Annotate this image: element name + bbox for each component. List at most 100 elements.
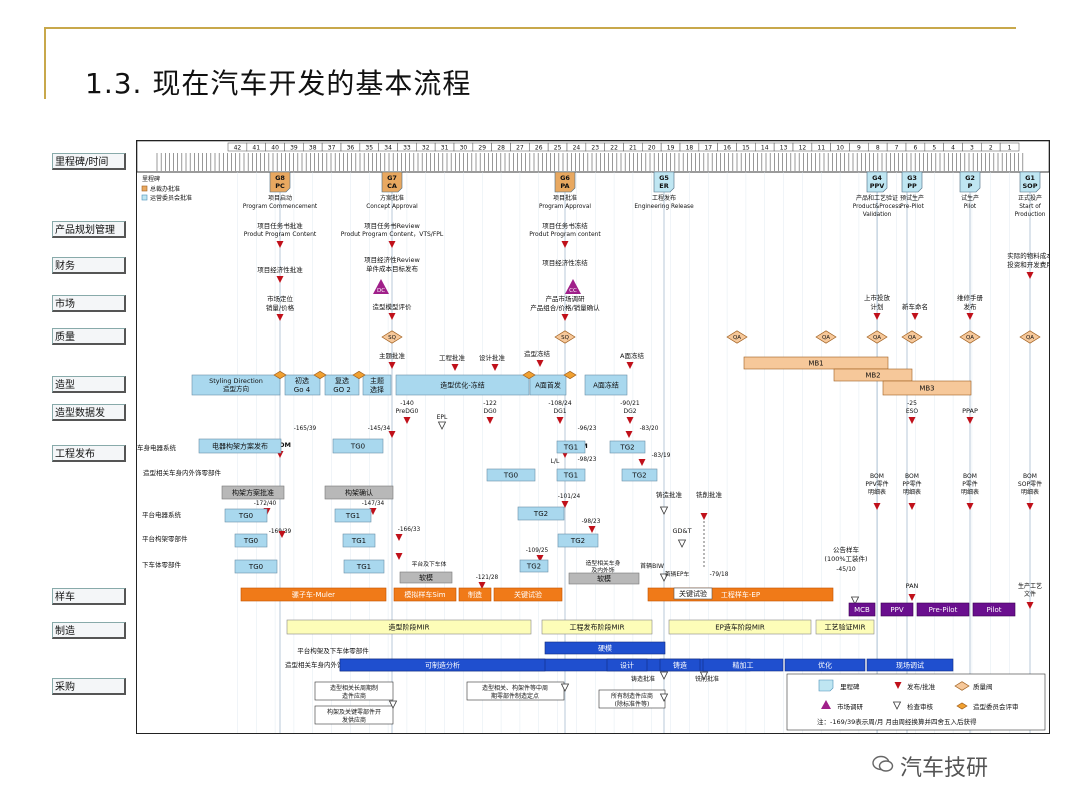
- casting-seg: [659, 658, 701, 672]
- sim-bar: [393, 587, 457, 602]
- sty-text: 复选: [335, 376, 349, 385]
- quality-gate-sq: [554, 330, 576, 344]
- pc-box-3: [466, 681, 565, 701]
- legend-milestone-title: 里程碑: [142, 175, 160, 183]
- pp-text: Produt Program Content: [244, 231, 317, 238]
- pp-marker: [276, 241, 284, 248]
- week-number: 17: [704, 145, 712, 152]
- eng-marker: [561, 501, 569, 508]
- pc-marker: [388, 700, 398, 709]
- quality-gate-qa-label: QA: [822, 335, 830, 341]
- dg-marker: [908, 417, 916, 424]
- week-number: 6: [914, 145, 918, 152]
- ppv-bar-label: PPV: [890, 606, 903, 614]
- gate-sub: P: [968, 182, 973, 190]
- tg0-bar-label: TG0: [243, 537, 258, 545]
- mk-marker: [561, 314, 569, 321]
- finish-seg: [702, 658, 784, 672]
- dc-label: DC: [377, 288, 385, 294]
- go4-bar: [284, 374, 321, 396]
- styling-review-diamond: [522, 370, 536, 380]
- mb2-bar-label: MB2: [865, 372, 880, 380]
- mir-ep-bar: [668, 619, 812, 635]
- pc-text: 发供应商: [342, 716, 366, 724]
- week-number: 7: [895, 145, 899, 152]
- pc-marker: [659, 671, 669, 680]
- tg1-bar: [342, 533, 376, 548]
- mb1-bar-label: MB1: [808, 360, 823, 368]
- week-number: 3: [970, 145, 974, 152]
- week-code: -165/39: [294, 426, 317, 432]
- cc-marker: [565, 279, 581, 294]
- eng-marker: [388, 431, 396, 438]
- st-marker: [491, 364, 499, 371]
- week-number: 34: [384, 145, 392, 152]
- gate-code: G1: [1025, 174, 1035, 182]
- styling-approval: A面冻结: [620, 351, 644, 360]
- electrical-arch-bar: [198, 438, 282, 454]
- tg1-bar: [334, 508, 372, 523]
- quality-gate-sq-label: SQ: [388, 335, 396, 341]
- quality-gate-qa-label: QA: [873, 335, 881, 341]
- legend-review-icon: [892, 701, 902, 710]
- styling-review-diamond: [273, 370, 287, 380]
- mcb-bar-label: MCB: [854, 606, 870, 614]
- dg-text: ESO: [906, 408, 919, 415]
- week-number: 14: [761, 145, 769, 152]
- pilot-bar: [972, 602, 1016, 617]
- eng-marker: [478, 582, 486, 589]
- week-code: -96/23: [578, 426, 597, 432]
- week-number: 30: [460, 145, 468, 152]
- soft-tool-bar-2-label: 软模: [597, 574, 611, 583]
- gate-label-2: Concept Approval: [366, 204, 418, 210]
- tg2-bar-label: TG2: [533, 510, 548, 518]
- gate-code: G8: [275, 174, 285, 182]
- bom-text: P零件: [962, 480, 978, 488]
- gate-label-2: Product&Process: [853, 204, 902, 210]
- fin-text: 单件成本目标发布: [366, 264, 419, 273]
- pc-box-1: [314, 681, 394, 701]
- soft-label: 造型相关车身: [586, 559, 621, 567]
- bom-marker: [908, 503, 916, 510]
- legend-text: 发布/批准: [907, 682, 936, 691]
- optimize-seg: [784, 658, 866, 672]
- dg-marker: [966, 417, 974, 424]
- a-surface-first-bar: [529, 374, 567, 396]
- pp-text: 项目任务书批准: [257, 221, 303, 230]
- gate-G3: [901, 171, 923, 193]
- tg0-bar: [234, 533, 268, 548]
- key-test-bar-label: 关键试验: [514, 590, 542, 599]
- pan-text: PAN: [906, 582, 919, 590]
- mk-marker: [966, 313, 974, 320]
- mcb-bar: [848, 602, 876, 617]
- week-code: -145/34: [368, 426, 391, 432]
- mk-text: 计划: [871, 302, 884, 311]
- st-marker: [536, 360, 544, 367]
- week-number: 38: [309, 145, 317, 152]
- week-number: 8: [876, 145, 880, 152]
- dg-text: DG2: [623, 408, 636, 415]
- quality-gate-qa: [959, 330, 981, 344]
- legend-text: 里程碑: [840, 682, 860, 691]
- tg0-bar-label: TG0: [238, 512, 253, 520]
- fin-text: 实际的物料成本: [1007, 251, 1049, 260]
- mule-bar-label: 骡子车-Muler: [292, 590, 335, 599]
- frame-top-rule: [44, 27, 1016, 29]
- fin-text: 项目经济性批准: [257, 265, 303, 274]
- row-label-10: 采购: [52, 678, 126, 695]
- quality-gate-qa-label: QA: [1026, 335, 1034, 341]
- week-code: -79/18: [710, 572, 729, 578]
- arch-confirm-bar-label: 构架确认: [345, 488, 373, 497]
- bom-text: 明细表: [903, 488, 921, 496]
- finish-seg-label: 精加工: [733, 661, 754, 670]
- styling-review-diamond: [563, 370, 577, 380]
- bom-marker: [966, 503, 974, 510]
- pilot-bar-label: Pilot: [987, 606, 1002, 614]
- tg2-bar: [517, 506, 565, 521]
- mold-marker: [700, 513, 708, 520]
- bom-text: BOM: [963, 473, 977, 480]
- soft-tool-bar-2: [568, 572, 640, 585]
- row-label-4: 质量: [52, 328, 126, 345]
- pan-marker: [908, 594, 916, 601]
- week-code: -98/23: [578, 457, 597, 463]
